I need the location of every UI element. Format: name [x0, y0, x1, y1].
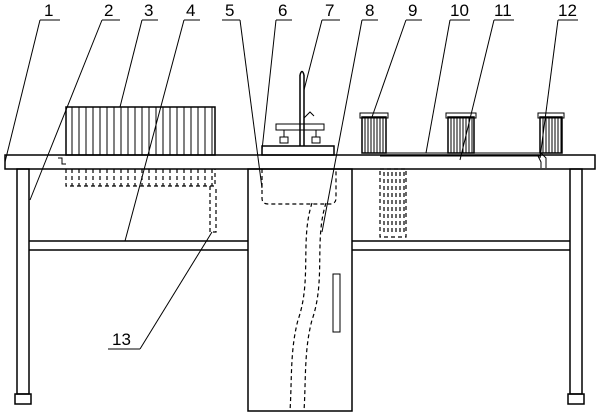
label-3: 3	[144, 1, 153, 20]
vertical-rack	[65, 106, 217, 233]
label-4: 4	[186, 1, 195, 20]
label-8: 8	[365, 1, 374, 20]
leader-lines	[4, 19, 578, 350]
label-12: 12	[558, 1, 577, 20]
left-bracket	[58, 157, 66, 165]
label-13: 13	[112, 330, 131, 349]
label-10: 10	[450, 1, 469, 20]
holder-right	[537, 112, 565, 154]
label-6: 6	[278, 1, 287, 20]
label-5: 5	[225, 1, 234, 20]
left-leg-foot	[14, 393, 32, 405]
drain-pipe	[289, 202, 327, 412]
label-1: 1	[44, 1, 53, 20]
legs	[14, 168, 585, 405]
sink-basin	[261, 169, 337, 205]
right-leg-foot	[567, 393, 585, 405]
left-leg	[16, 168, 30, 395]
crossbar	[29, 240, 570, 251]
part-labels: 1 2 3 4 5 6 7 8 9 10 11 12 13	[44, 1, 577, 349]
sink	[261, 145, 337, 205]
label-11: 11	[494, 1, 512, 20]
label-2: 2	[104, 1, 113, 20]
right-leg	[569, 168, 583, 395]
holder-left	[359, 112, 389, 154]
holder-middle	[445, 112, 477, 154]
label-9: 9	[408, 1, 417, 20]
faucet	[275, 70, 325, 146]
hanging-filter	[379, 168, 407, 238]
table-top	[4, 154, 596, 170]
label-7: 7	[325, 1, 334, 20]
cabinet-handle	[332, 273, 341, 333]
sink-rim	[261, 145, 335, 156]
cabinet	[247, 168, 353, 412]
